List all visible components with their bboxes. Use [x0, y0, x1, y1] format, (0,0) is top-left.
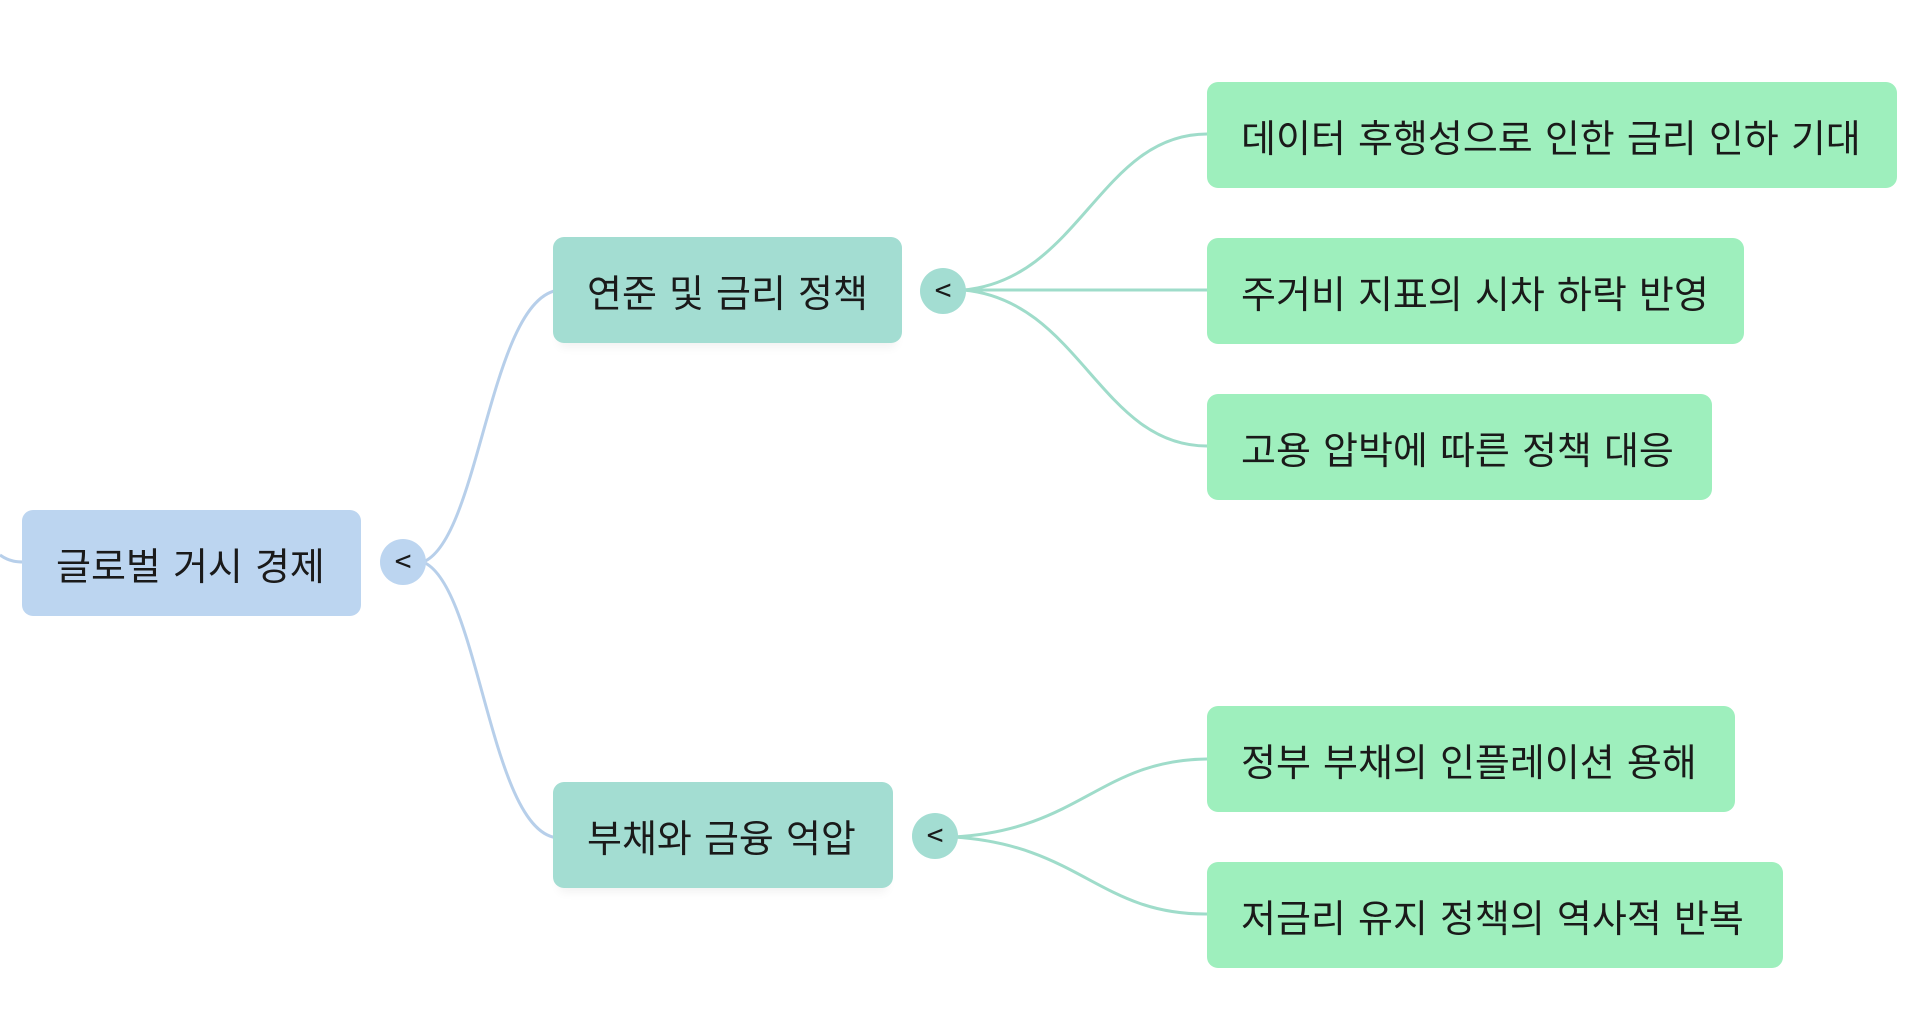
parent-link-stub — [0, 553, 25, 564]
branch-node-fed-rate-policy[interactable]: 연준 및 금리 정책 — [553, 237, 902, 343]
root-collapse-toggle[interactable]: < — [380, 539, 426, 585]
branch-node-label: 부채와 금융 억압 — [587, 816, 856, 861]
leaf-node-label: 정부 부채의 인플레이션 용해 — [1241, 740, 1697, 785]
leaf-node[interactable]: 주거비 지표의 시차 하락 반영 — [1207, 238, 1744, 344]
link-root-to-branch-1 — [422, 560, 561, 840]
root-node-label: 글로벌 거시 경제 — [56, 544, 325, 589]
link-branch-1-to-leaf-1 — [953, 835, 1208, 916]
leaf-node-label: 주거비 지표의 시차 하락 반영 — [1241, 272, 1709, 317]
link-branch-1-to-leaf-0 — [953, 757, 1208, 839]
branch-node-debt-financial-repression[interactable]: 부채와 금융 억압 — [553, 782, 893, 888]
leaf-node-label: 저금리 유지 정책의 역사적 반복 — [1241, 896, 1744, 941]
leaf-node[interactable]: 저금리 유지 정책의 역사적 반복 — [1207, 862, 1783, 968]
leaf-node[interactable]: 고용 압박에 따른 정책 대응 — [1207, 394, 1712, 500]
branch-node-label: 연준 및 금리 정책 — [587, 271, 868, 316]
branch-1-collapse-toggle[interactable]: < — [912, 813, 958, 859]
leaf-node-label: 고용 압박에 따른 정책 대응 — [1241, 428, 1674, 473]
leaf-node[interactable]: 데이터 후행성으로 인한 금리 인하 기대 — [1207, 82, 1897, 188]
branch-0-collapse-toggle[interactable]: < — [920, 268, 966, 314]
root-node[interactable]: 글로벌 거시 경제 — [22, 510, 361, 616]
link-branch-0-to-leaf-0 — [962, 132, 1208, 292]
link-branch-0-to-leaf-2 — [962, 288, 1208, 448]
link-root-to-branch-0 — [422, 288, 561, 564]
leaf-node-label: 데이터 후행성으로 인한 금리 인하 기대 — [1241, 116, 1861, 161]
leaf-node[interactable]: 정부 부채의 인플레이션 용해 — [1207, 706, 1735, 812]
